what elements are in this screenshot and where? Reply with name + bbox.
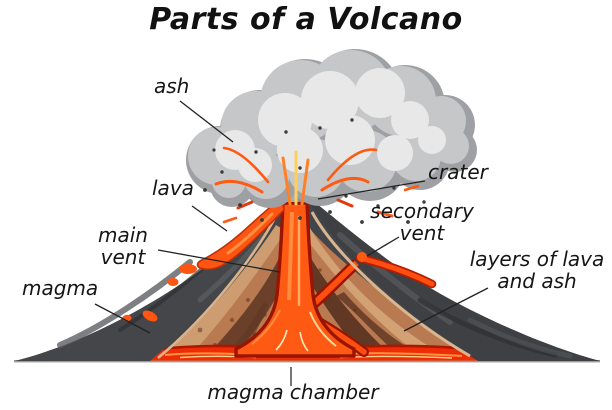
ash-particles xyxy=(203,118,426,224)
crater-pointer-line xyxy=(317,180,426,200)
label-lava: lava xyxy=(152,176,194,200)
label-magma-chamber: magma chamber xyxy=(207,380,379,404)
smoke-cloud xyxy=(186,49,477,208)
magma-pointer-line xyxy=(94,303,151,334)
label-magma: magma xyxy=(22,276,99,300)
label-secondary-vent: secondary vent xyxy=(370,199,474,245)
label-crater: crater xyxy=(428,160,488,184)
lava-flows xyxy=(122,196,437,322)
main-vent-channel xyxy=(234,201,356,358)
diagram-title: Parts of a Volcano xyxy=(149,2,463,37)
layers-pointer-line xyxy=(403,287,489,332)
secondary-vent-pointer-line xyxy=(366,236,400,257)
ash-pointer-line xyxy=(179,100,234,143)
label-layers-of-lava-and-ash: layers of lava and ash xyxy=(469,247,605,293)
rock-flanks xyxy=(15,196,600,361)
lava-fountain xyxy=(214,146,420,224)
lava-pointer-line xyxy=(191,205,228,232)
ground-baseline xyxy=(14,360,600,363)
label-main-vent: main vent xyxy=(98,223,148,269)
main-vent-pointer-line xyxy=(157,249,281,273)
label-ash: ash xyxy=(154,74,190,98)
